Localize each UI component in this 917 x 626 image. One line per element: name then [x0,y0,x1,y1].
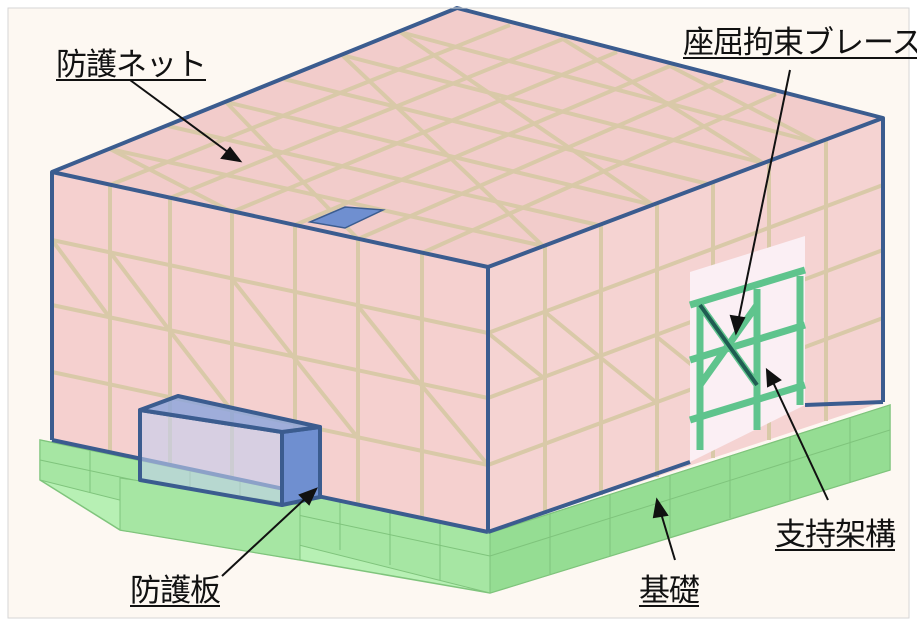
buckling-restrained-brace-label: 座屈拘束ブレース [683,25,917,61]
support-frame [688,266,807,450]
support-frame-label: 支持架構 [775,517,896,553]
protection-plate-label: 防護板 [130,573,221,609]
callout-arrows [129,69,829,577]
foundation-label: 基礎 [639,573,700,609]
roof-plate [307,206,386,229]
buckling-restrained-brace [698,303,759,387]
image-border [7,7,910,619]
protection-net-label: 防護ネット [56,47,207,83]
protection-plate [138,394,322,507]
net-opening [690,236,805,462]
